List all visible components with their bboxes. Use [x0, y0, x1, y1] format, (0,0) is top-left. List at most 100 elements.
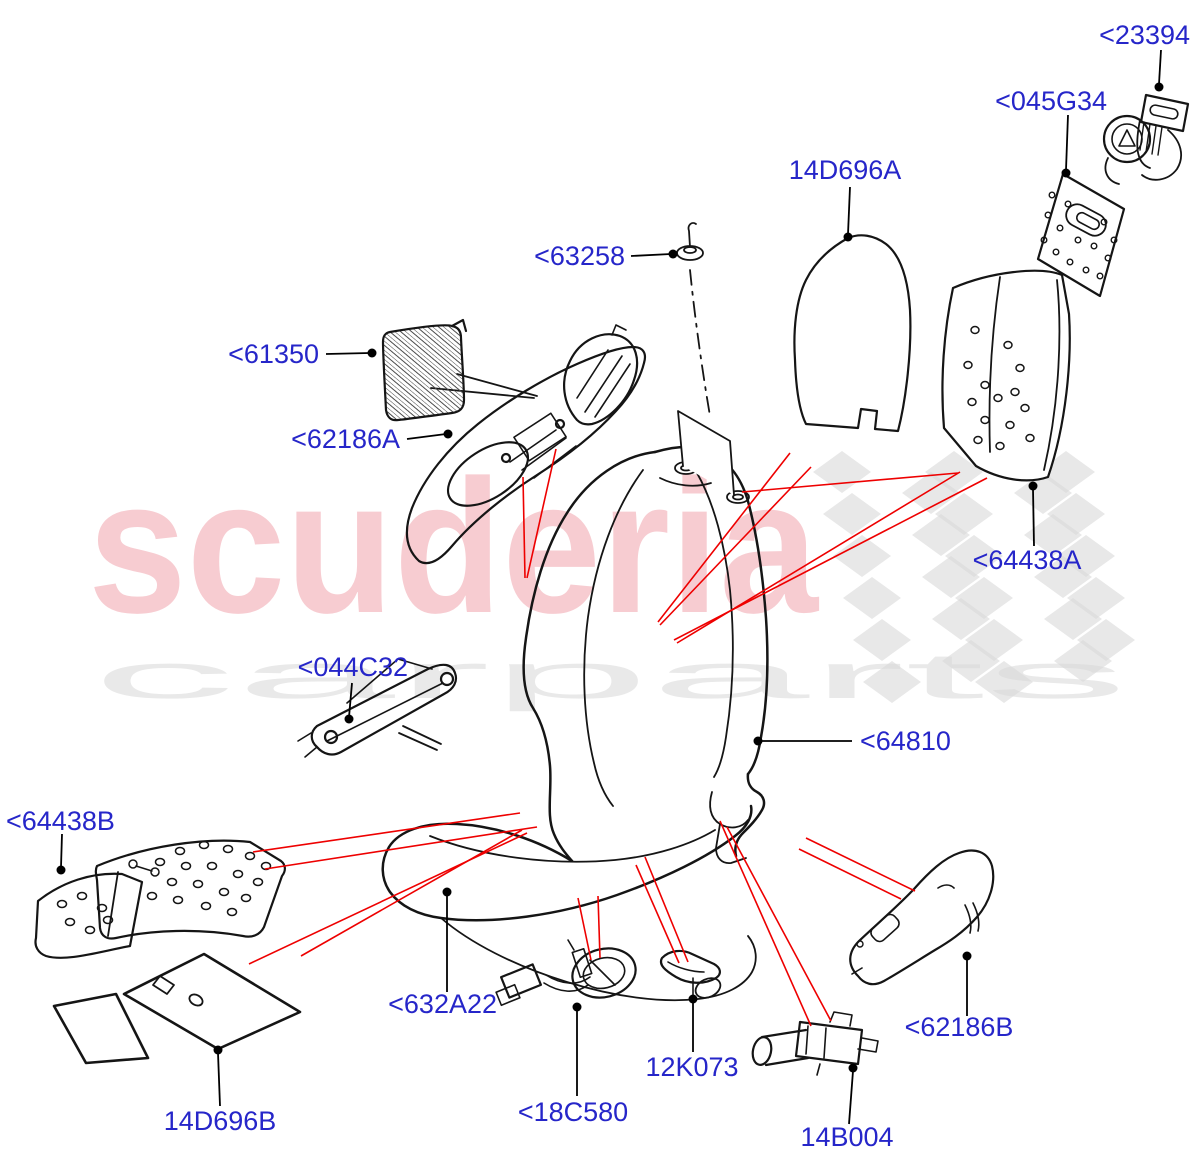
part-63258-pin	[676, 222, 704, 261]
part-label-64438A[interactable]: <64438A	[973, 545, 1082, 575]
bracket-pointer-lines	[398, 725, 442, 751]
pointer-line	[644, 856, 689, 963]
leader-line-64438B	[60, 833, 63, 868]
leader-dot-62186B	[962, 951, 972, 961]
pointer-line	[805, 837, 916, 892]
pointer-line	[526, 448, 557, 579]
part-label-045G34[interactable]: <045G34	[995, 86, 1107, 116]
pointer-line	[248, 832, 528, 965]
part-label-14D696A[interactable]: 14D696A	[789, 155, 902, 185]
leader-dot-12K073	[688, 994, 698, 1004]
flag-cell	[975, 661, 1033, 703]
seat-illustration	[381, 269, 769, 1002]
part-label-63258[interactable]: <63258	[534, 241, 625, 271]
leader-line-044C32	[348, 682, 353, 718]
part-label-044C32[interactable]: <044C32	[298, 652, 408, 682]
leader-dot-14D696B	[213, 1045, 223, 1055]
pointer-line	[657, 452, 791, 623]
flag-cell	[1044, 598, 1102, 640]
leader-dot-62186A	[443, 429, 453, 439]
part-64438B-cushion-pad	[34, 839, 286, 959]
leader-line-64438A	[1032, 488, 1035, 547]
leader-dot-23394	[1154, 82, 1164, 92]
part-label-61350[interactable]: <61350	[228, 339, 319, 369]
part-14D696B-heater-mat	[52, 952, 302, 1065]
leader-dot-64438A	[1028, 481, 1038, 491]
seat-tag	[678, 411, 734, 495]
part-044C32-bracket	[297, 658, 458, 758]
watermark: scuderia carparts	[88, 441, 1135, 712]
flag-cell	[912, 514, 970, 556]
leader-dot-64438B	[56, 865, 66, 875]
pointer-line	[522, 476, 526, 579]
flag-cell	[942, 640, 1000, 682]
part-label-18C580[interactable]: <18C580	[518, 1097, 628, 1127]
flag-cell	[922, 556, 980, 598]
part-label-62186A[interactable]: <62186A	[291, 424, 400, 454]
leader-dot-044C32	[344, 714, 354, 724]
pointer-line	[597, 895, 601, 959]
leader-line-045G34	[1065, 114, 1069, 171]
part-label-64438B[interactable]: <64438B	[6, 806, 115, 836]
pointer-line	[798, 848, 902, 900]
part-label-12K073[interactable]: 12K073	[645, 1052, 738, 1082]
part-label-62186B[interactable]: <62186B	[905, 1012, 1014, 1042]
leader-line-14D696B	[217, 1052, 221, 1107]
flag-cell	[853, 619, 911, 661]
pointer-line	[719, 820, 812, 1027]
part-18C580-harness	[495, 939, 637, 1007]
leader-line-14B004	[848, 1070, 854, 1125]
artwork	[34, 93, 1190, 1076]
flag-cell	[1014, 472, 1072, 514]
pointer-line	[635, 864, 680, 964]
checkered-flag	[813, 451, 1135, 703]
part-labels: <23394 <045G34 14D696A <63258 <61350 <62186A <…	[6, 20, 1190, 1152]
part-14B004-motor	[751, 1011, 879, 1076]
leader-dot-14B004	[848, 1063, 858, 1073]
pointer-line	[252, 812, 521, 853]
leader-dot-14D696A	[843, 232, 853, 242]
part-23394-motor	[1102, 93, 1190, 185]
flag-cell	[813, 451, 871, 493]
leader-dot-64810	[753, 736, 763, 746]
flag-cell	[833, 535, 891, 577]
part-12K073-clip	[659, 949, 722, 999]
part-label-14D696B[interactable]: 14D696B	[164, 1106, 277, 1136]
flag-cell	[1054, 640, 1112, 682]
leader-dot-61350	[367, 348, 377, 358]
flag-cell	[932, 598, 990, 640]
part-045G34-lumbar-panel	[1036, 172, 1126, 298]
pointer-line	[676, 471, 961, 644]
part-62186B-side-valance	[849, 849, 995, 986]
flag-cell	[863, 661, 921, 703]
part-label-23394[interactable]: <23394	[1099, 20, 1190, 50]
part-14D696A-back-mat	[793, 234, 912, 433]
pointer-line	[726, 826, 832, 1022]
flag-cell	[823, 493, 881, 535]
red-pointer-lines	[248, 448, 988, 1027]
leader-dot-045G34	[1061, 168, 1071, 178]
pointer-line	[659, 466, 812, 626]
pointer-line	[300, 829, 523, 957]
leader-line-63258	[630, 253, 672, 257]
leader-dot-632A22	[442, 887, 452, 897]
leader-dot-18C580	[572, 1002, 582, 1012]
seat-tag-outline	[677, 410, 735, 496]
leader-line-61350	[325, 352, 371, 355]
part-62186A-side-trim	[405, 324, 647, 565]
leader-dot-63258	[668, 249, 678, 259]
flag-cell	[843, 577, 901, 619]
part-61350-net-pocket	[381, 318, 468, 422]
label-leaders	[56, 49, 1164, 1125]
part-label-64810[interactable]: <64810	[860, 726, 951, 756]
leader-line-62186A	[406, 433, 447, 440]
part-label-632A22[interactable]: <632A22	[388, 989, 497, 1019]
flag-cell	[902, 472, 960, 514]
part-label-14B004[interactable]: 14B004	[800, 1122, 893, 1152]
leader-line-23394	[1158, 49, 1162, 85]
pointer-line	[264, 826, 538, 870]
leader-line-14D696A	[847, 186, 851, 235]
part-64438A-back-pad	[941, 269, 1071, 482]
